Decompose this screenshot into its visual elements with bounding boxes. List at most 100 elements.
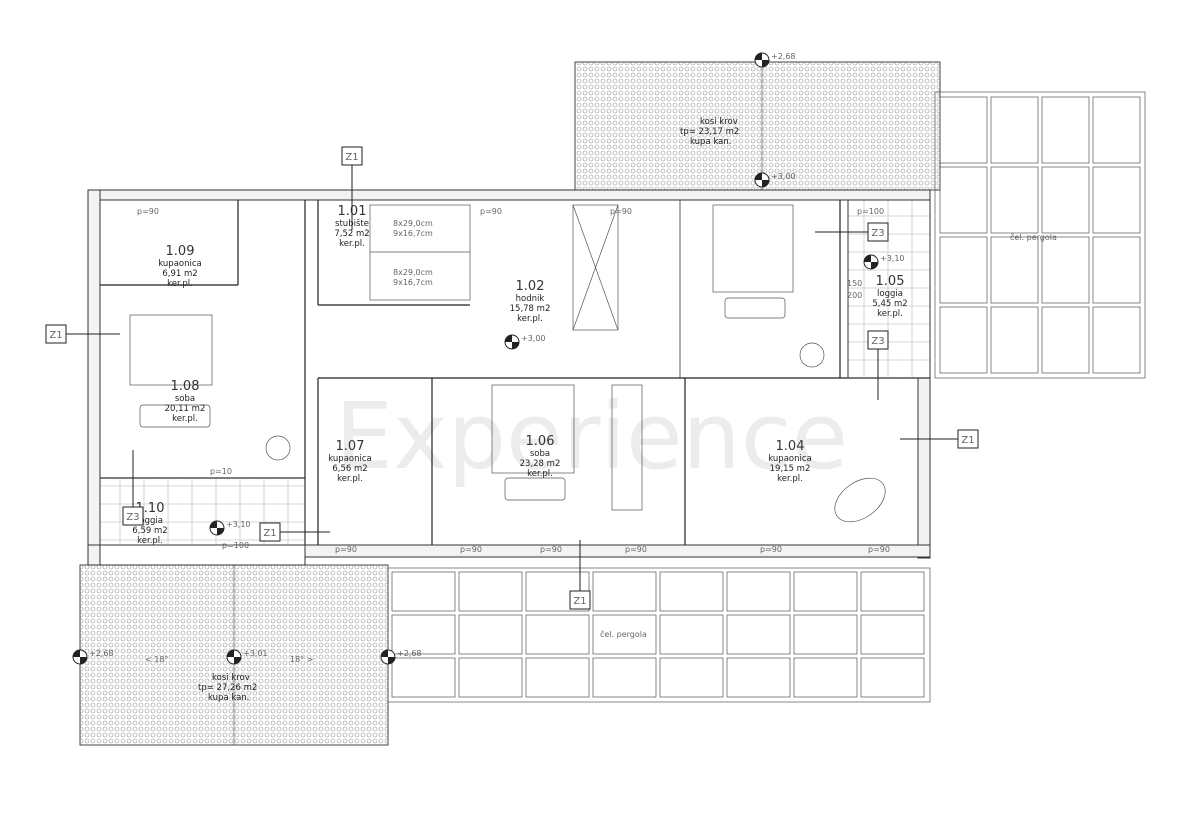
walls: [87, 189, 931, 566]
room-floor: ker.pl.: [517, 314, 543, 324]
elevation-value: +3,00: [521, 334, 546, 343]
pergola-cell: [793, 571, 858, 612]
section-tag-z1: Z1: [45, 324, 120, 344]
plan-text: Z1: [49, 330, 62, 341]
pergola-cell: [458, 657, 523, 698]
pergola-cell: [1041, 96, 1090, 164]
pergola-cell: [659, 657, 724, 698]
dimension-notes: p=90 p=90 p=90 p=100 p=10 p=100 p=90 p=9…: [137, 207, 890, 554]
plan-text: p=90: [760, 545, 782, 554]
plan-text: 8x29,0cm: [393, 268, 433, 277]
elevation-marker: +2,68: [72, 649, 114, 665]
room-area: 20,11 m2: [165, 404, 206, 414]
room-area: 6,59 m2: [132, 526, 167, 536]
plan-text: p=90: [868, 545, 890, 554]
room-floor: ker.pl.: [877, 309, 903, 319]
pergola-cell: [1092, 306, 1141, 374]
plan-text: p=90: [625, 545, 647, 554]
room-area: 7,52 m2: [334, 229, 369, 239]
room-floor: ker.pl.: [137, 536, 163, 546]
plan-text: p=100: [222, 541, 249, 550]
slope-left: < 18°: [145, 655, 168, 664]
plan-text: p=90: [460, 545, 482, 554]
room-number: 1.07: [336, 439, 365, 454]
pergola-cell: [1092, 96, 1141, 164]
section-tag-z3: Z3: [815, 222, 889, 242]
elevation-marker: +3,10: [863, 254, 905, 270]
elevation-marker: +2,68: [380, 649, 422, 665]
roof-material: kupa kan.: [690, 137, 731, 147]
pergola-cell: [939, 236, 988, 304]
room-name: kupaonica: [768, 454, 811, 464]
pergola-cell: [990, 166, 1039, 234]
plan-text: p=90: [610, 207, 632, 216]
room-name: loggia: [877, 289, 903, 299]
pergola-cell: [1092, 236, 1141, 304]
room-number: 1.02: [516, 279, 545, 294]
elevation-value: +2,68: [771, 52, 796, 61]
plan-text: p=10: [210, 467, 232, 476]
plan-text: 200: [847, 291, 862, 300]
plan-text: Z1: [573, 596, 586, 607]
pergola-cell: [990, 306, 1039, 374]
room-name: kupaonica: [158, 259, 201, 269]
roof-area: tp= 27,26 m2: [198, 683, 257, 693]
room-number: 1.09: [166, 244, 195, 259]
pergola-cell: [860, 657, 925, 698]
section-tag-z3: Z3: [867, 330, 889, 400]
plan-text: Z1: [263, 528, 276, 539]
section-tag-z1: Z1: [569, 540, 591, 610]
room-number: 1.04: [776, 439, 805, 454]
room-floor: ker.pl.: [777, 474, 803, 484]
pergola-cell: [592, 614, 657, 655]
room-name: kupaonica: [328, 454, 371, 464]
roof-title: kosi krov: [700, 117, 738, 127]
room-area: 5,45 m2: [872, 299, 907, 309]
pergola-cell: [525, 657, 590, 698]
room-area: 23,28 m2: [520, 459, 561, 469]
section-tag-z3: Z3: [122, 450, 144, 526]
furniture: [129, 204, 886, 523]
room-area: 6,91 m2: [162, 269, 197, 279]
roof-title: kosi krov: [212, 673, 250, 683]
pergola-label: čel. pergola: [600, 629, 647, 639]
pergola-cell: [525, 614, 590, 655]
section-tag-z1: Z1: [900, 429, 979, 449]
elevation-marker: +2,68: [754, 52, 796, 68]
room-name: loggia: [137, 516, 163, 526]
elevation-value: +2,68: [89, 649, 114, 658]
room-area: 6,56 m2: [332, 464, 367, 474]
plan-text: Z3: [871, 228, 884, 239]
roof-top: kosi krov tp= 23,17 m2 kupa kan.: [574, 61, 941, 191]
room-number: 1.08: [171, 379, 200, 394]
pergola-cell: [391, 614, 456, 655]
room-floor: ker.pl.: [167, 279, 193, 289]
plan-text: 9x16,7cm: [393, 229, 433, 238]
slope-right: 18° >: [290, 655, 313, 664]
pergola-cell: [1041, 306, 1090, 374]
plan-text: 150: [847, 279, 862, 288]
elevation-marker: +3,00: [504, 334, 546, 350]
elevation-marker: +3,10: [209, 520, 251, 536]
elevation-value: +2,68: [397, 649, 422, 658]
room-name: hodnik: [516, 294, 545, 304]
plan-text: p=100: [857, 207, 884, 216]
elevation-marker: +3,01: [226, 649, 268, 665]
pergola-cell: [1092, 166, 1141, 234]
plan-text: p=90: [137, 207, 159, 216]
pergola-cell: [391, 657, 456, 698]
pergola-cell: [659, 614, 724, 655]
room-area: 19,15 m2: [770, 464, 811, 474]
roof-material: kupa kan.: [208, 693, 249, 703]
pergola-cell: [726, 571, 791, 612]
room-name: soba: [530, 449, 550, 459]
plan-text: Z1: [961, 435, 974, 446]
roof-area: tp= 23,17 m2: [680, 127, 739, 137]
pergola-cell: [939, 96, 988, 164]
